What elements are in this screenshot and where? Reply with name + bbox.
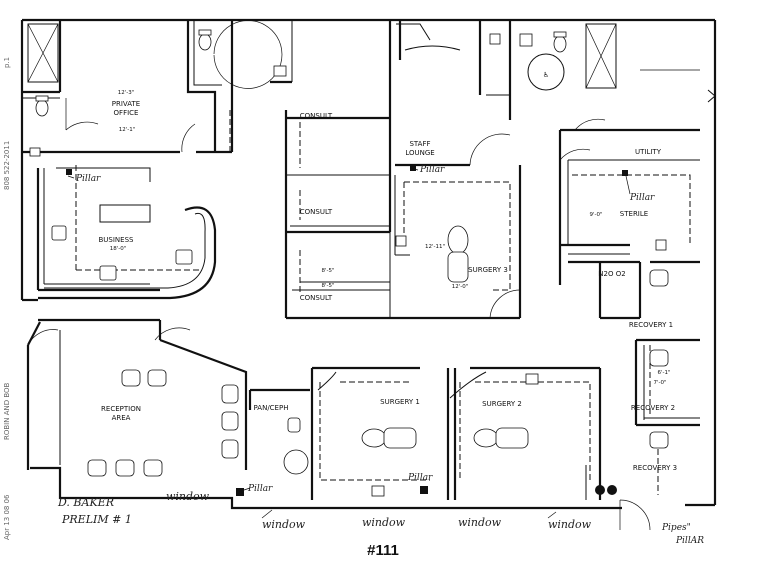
label-consult-3: CONSULT [300,294,333,302]
note-pillar-pipes: PillAR [675,536,704,546]
label-reception-l2: AREA [112,414,131,422]
label-recovery-1: RECOVERY 1 [629,321,673,329]
dim-recovery-a: 6'-1" [657,370,670,376]
label-surgery-3: SURGERY 3 [468,266,508,274]
note-window-3: window [362,516,406,529]
label-n2o-o2: N2O O2 [598,270,625,278]
label-staff-lounge-l1: STAFF [409,140,430,148]
label-consult-2: CONSULT [300,208,333,216]
label-recovery-3: RECOVERY 3 [633,464,677,472]
note-pillar-4: Pillar [247,484,273,494]
dim-office-depth: 12'-1" [119,127,136,133]
note-pillar-1: Pillar [75,174,101,184]
dim-recovery-b: 7'-0" [653,380,666,386]
dim-surgery3-depth: 12'-11" [425,244,445,250]
note-window-4: window [458,516,502,529]
walls [20,18,717,510]
dim-consult-b: 8'-5" [321,283,334,289]
margin-page: p.1 [3,57,11,68]
margin-fax: 808 522-2011 [3,141,11,190]
plan-number: #111 [367,542,399,559]
note-pillar-2: Pillar [419,165,445,175]
fixtures: ♿ [29,29,669,497]
dashed-cabinetry [75,110,691,495]
svg-text:♿: ♿ [543,71,549,79]
label-staff-lounge-l2: LOUNGE [405,149,434,157]
shaft-hatching [27,23,716,103]
dim-business: 18'-0" [110,246,127,252]
label-business: BUSINESS [99,236,135,244]
margin-date: Apr 13 08 06 [3,494,11,540]
note-pillar-3: Pillar [629,193,655,203]
note-d-baker: D. BAKER [57,496,114,509]
fax-margin: p.1 808 522-2011 ROBIN AND BOB Apr 13 08… [3,57,11,540]
note-pipes: Pipes" [661,523,691,533]
note-window-2: window [262,518,306,531]
dimension-labels: 12'-3" 12'-1" 18'-0" 9'-0" 12'-11" 12'-0… [110,90,671,386]
handwritten-notes: Pillar Pillar Pillar Pillar Pillar D. BA… [57,165,704,546]
label-pan-ceph: PAN/CEPH [254,404,289,412]
dim-surgery3-width: 12'-0" [452,284,469,290]
note-window-1: window [166,490,210,503]
label-consult-1: CONSULT [300,112,333,120]
label-surgery-2: SURGERY 2 [482,400,522,408]
label-sterile: STERILE [620,210,648,218]
doors [27,20,651,531]
label-reception-l1: RECEPTION [101,405,141,413]
dim-consult-a: 8'-5" [321,268,334,274]
label-private-office-l1: PRIVATE [112,100,140,108]
note-window-5: window [548,518,592,531]
note-prelim: PRELIM # 1 [61,513,132,526]
label-utility: UTILITY [635,148,662,156]
label-private-office-l2: OFFICE [114,109,139,117]
margin-names: ROBIN AND BOB [3,382,11,440]
dim-office-width: 12'-3" [118,90,135,96]
label-recovery-2: RECOVERY 2 [631,404,675,412]
label-surgery-1: SURGERY 1 [380,398,420,406]
dim-sterile: 9'-0" [589,212,602,218]
note-pillar-5: Pillar [407,473,433,483]
